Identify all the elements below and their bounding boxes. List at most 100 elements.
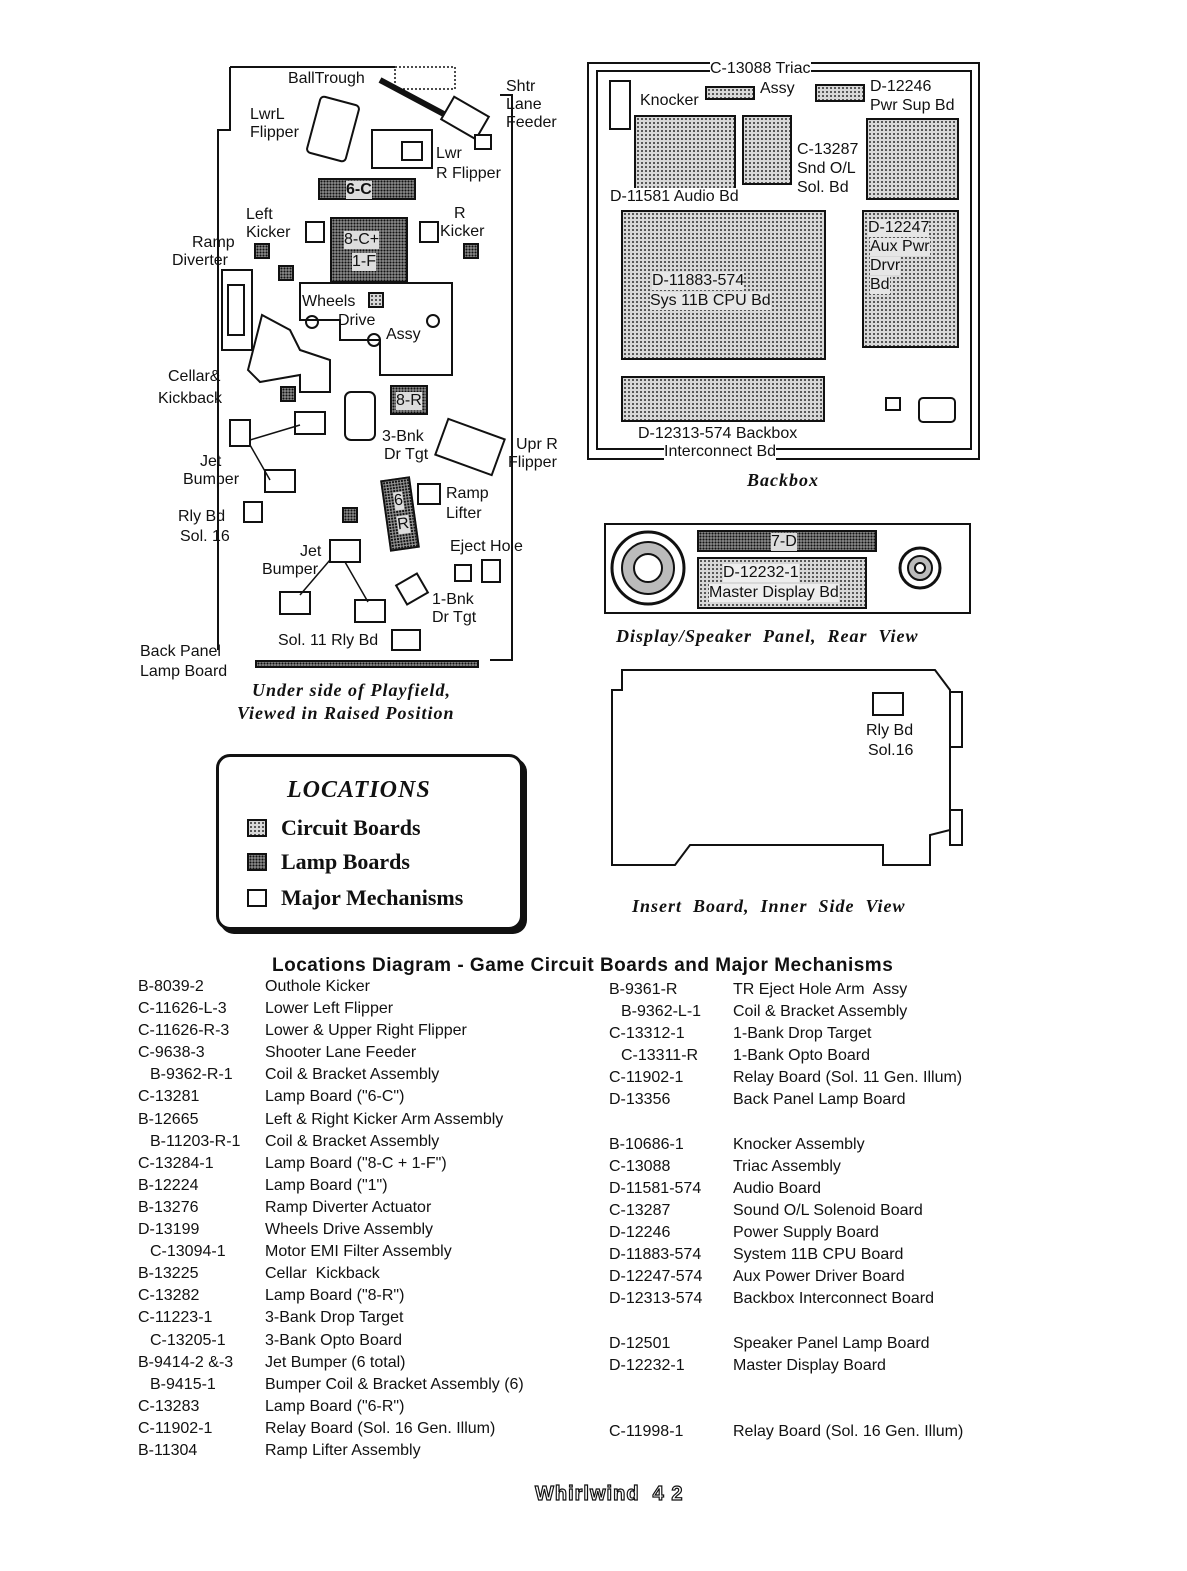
back-panel-lamp-board <box>255 660 479 668</box>
part-description: 3-Bank Opto Board <box>265 1331 402 1349</box>
part-number: C-11902-1 <box>138 1419 213 1437</box>
part-description: Coil & Bracket Assembly <box>265 1132 440 1150</box>
playfield-caption-1: Under side of Playfield, <box>252 680 451 700</box>
part-description: 1-Bank Opto Board <box>733 1047 870 1065</box>
lamp-board-1 <box>278 265 294 281</box>
part-description: Power Supply Board <box>733 1224 879 1242</box>
label-upr-r: Upr R <box>516 436 558 453</box>
part-number: B-10686-1 <box>609 1135 684 1153</box>
part-number: C-13311-R <box>621 1047 699 1065</box>
part-number: C-11626-L-3 <box>138 1000 227 1018</box>
part-description: Cellar Kickback <box>265 1265 380 1283</box>
part-description: Relay Board (Sol. 16 Gen. Illum) <box>733 1422 964 1440</box>
parts-row <box>609 1399 1009 1421</box>
backbox-fuse-mech <box>918 397 956 423</box>
insert-board-outline <box>611 669 963 866</box>
label-bumper: Bumper <box>183 471 240 488</box>
circuit-board-swatch <box>247 819 267 837</box>
label-kickback: Kickback <box>158 390 223 407</box>
part-description: Backbox Interconnect Board <box>733 1290 935 1308</box>
label-knocker: Knocker <box>640 92 699 110</box>
part-number: B-11304 <box>138 1441 198 1459</box>
label-lwr: Lwr <box>436 145 462 162</box>
label-7d: 7-D <box>771 533 797 551</box>
part-number: B-12224 <box>138 1176 199 1194</box>
master-display-board: D-12232-1 Master Display Bd <box>697 557 867 609</box>
legend-title: LOCATIONS <box>287 777 431 803</box>
lamp-6r-a-label: 6 <box>392 491 405 511</box>
label-shtr: Shtr <box>506 78 536 95</box>
parts-row: C-13311-R 1-Bank Opto Board <box>609 1045 1009 1067</box>
label-display-id: D-12232-1 <box>723 564 799 582</box>
lamp-board-1 <box>280 386 296 402</box>
label-1-bnk: 1-Bnk <box>432 591 474 608</box>
part-number: C-13281 <box>138 1088 200 1106</box>
locations-legend: LOCATIONS Circuit Boards Lamp Boards Maj… <box>216 754 523 930</box>
part-number: B-9361-R <box>609 981 678 998</box>
label-jet-2: Jet <box>300 543 322 560</box>
label-3-bnk: 3-Bnk <box>382 428 424 445</box>
label-aux-2: Drvr <box>870 257 901 275</box>
part-description: Ramp Lifter Assembly <box>265 1441 421 1459</box>
part-number: C-13282 <box>138 1287 200 1305</box>
part-number: D-12313-574 <box>609 1290 703 1308</box>
part-description: Ramp Diverter Actuator <box>265 1198 432 1216</box>
label-jet: Jet <box>200 453 222 470</box>
part-number: B-12665 <box>138 1110 199 1128</box>
label-left: Left <box>246 206 273 223</box>
lamp-board-1 <box>254 243 270 259</box>
parts-row <box>609 1377 1009 1399</box>
label-ball-trough: BallTrough <box>288 70 365 87</box>
sound-ol-sol-board <box>742 115 792 185</box>
part-number: D-12246 <box>609 1224 671 1242</box>
page-footer: Whirlwind 4 2 <box>534 1482 684 1505</box>
label-sol-11-rly-bd: Sol. 11 Rly Bd <box>278 632 379 649</box>
part-description: Coil & Bracket Assembly <box>733 1003 908 1021</box>
part-number: B-9362-L-1 <box>621 1003 702 1021</box>
label-drive: Drive <box>338 312 376 329</box>
part-number: C-11902-1 <box>609 1069 684 1087</box>
interconnect-board <box>621 376 825 422</box>
knocker-mech <box>609 80 631 130</box>
part-description: Relay Board (Sol. 11 Gen. Illum) <box>733 1069 963 1087</box>
part-description: Lamp Board ("1") <box>265 1176 388 1194</box>
label-pwr-name: Pwr Sup Bd <box>870 97 955 115</box>
label-display-name: Master Display Bd <box>709 584 839 602</box>
part-description: Relay Board (Sol. 16 Gen. Illum) <box>265 1419 496 1437</box>
part-description: Aux Power Driver Board <box>733 1268 905 1286</box>
part-number: C-13312-1 <box>609 1025 685 1043</box>
part-description: Motor EMI Filter Assembly <box>265 1243 452 1261</box>
legend-circuit-row: Circuit Boards <box>247 815 421 841</box>
playfield-caption-2: Viewed in Raised Position <box>237 703 455 723</box>
label-triac: C-13088 Triac <box>710 60 811 78</box>
part-description: Lamp Board ("6-C") <box>265 1088 405 1106</box>
label-snd-id: C-13287 <box>797 141 859 159</box>
label-ramp-lifter-a: Ramp <box>446 485 489 502</box>
part-number: D-13199 <box>138 1221 200 1239</box>
label-pwr-id: D-12246 <box>870 78 932 96</box>
part-description: Lower & Upper Right Flipper <box>265 1022 467 1040</box>
label-bumper-2: Bumper <box>262 561 319 578</box>
part-number: C-9638-3 <box>138 1044 205 1062</box>
display-caption: Display/Speaker Panel, Rear View <box>616 626 919 646</box>
triac-assy-board <box>815 84 865 102</box>
label-ramp: Ramp <box>192 234 235 251</box>
part-number: D-12247-574 <box>609 1268 703 1286</box>
part-number: B-9362-R-1 <box>150 1066 233 1084</box>
part-description: 3-Bank Drop Target <box>265 1309 404 1327</box>
parts-row: C-11902-1 Relay Board (Sol. 11 Gen. Illum… <box>609 1067 1009 1089</box>
label-kicker-right: Kicker <box>440 223 485 240</box>
part-number: C-13284-1 <box>138 1154 214 1172</box>
